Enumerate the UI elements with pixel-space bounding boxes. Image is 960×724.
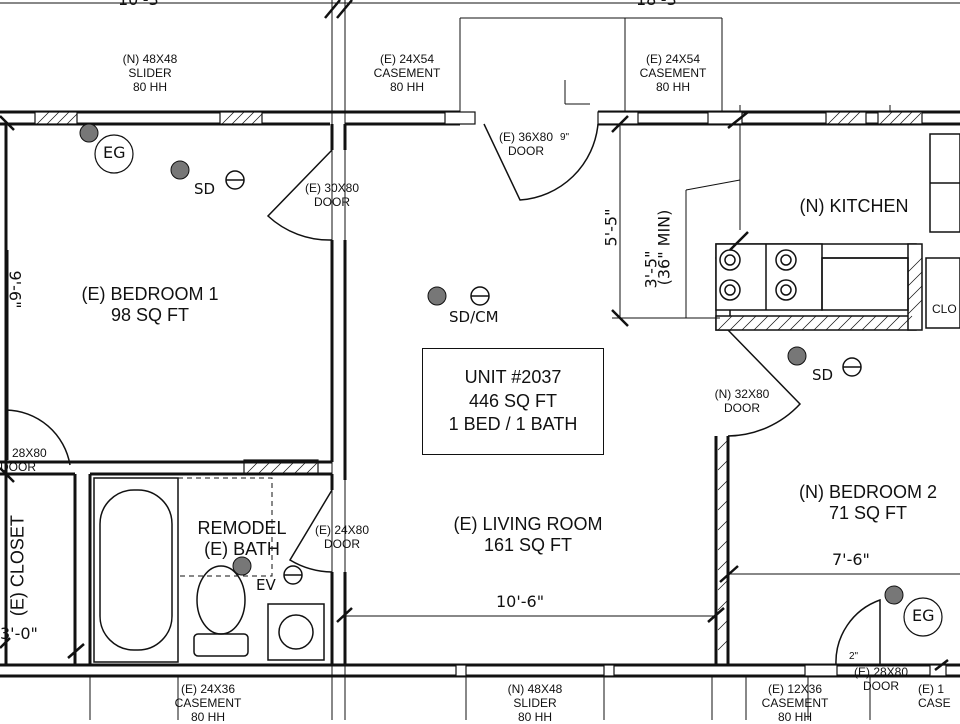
dimension-bedroom1-height: 9'-6" <box>5 270 25 309</box>
door-offset-bedroom2-exit: 2" <box>849 651 859 662</box>
smoke-detector-symbols <box>79 123 904 605</box>
room-label-kitchen: (N) KITCHEN <box>799 196 909 216</box>
unit-number: UNIT #2037 <box>464 367 562 388</box>
unit-type: 1 BED / 1 BATH <box>448 414 578 435</box>
top-dimension-left: 10'-3" <box>118 0 166 9</box>
exhaust-vent-label: EV <box>256 576 276 594</box>
interior-walls <box>0 124 730 665</box>
room-label-closet: (E) CLOSET <box>7 515 28 617</box>
smoke-detector-label-bedroom1: SD <box>194 180 216 198</box>
smoke-detector-label-bedroom2: SD <box>812 366 834 384</box>
top-dimension-right: 18'-3" <box>636 0 684 9</box>
unit-summary-box: UNIT #2037 446 SQ FT 1 BED / 1 BATH <box>422 348 604 455</box>
smoke-co-label-living: SD/CM <box>449 308 499 326</box>
egress-label-bedroom2: EG <box>912 606 935 625</box>
kitchen-counter <box>715 133 960 331</box>
detector-disc-symbols <box>225 170 862 585</box>
dimension-kitchen-left: 5'-5" <box>601 208 621 247</box>
bottom-window-lines <box>89 676 871 720</box>
dimension-closet-width: 3'-0" <box>0 624 38 643</box>
egress-label-bedroom1: EG <box>103 143 126 162</box>
door-offset-entry: 9" <box>560 132 570 143</box>
dimension-bedroom2-width: 7'-6" <box>832 550 870 569</box>
room-label-bath: REMODEL(E) BATH <box>197 518 287 560</box>
unit-area: 446 SQ FT <box>468 390 558 411</box>
egress-circles <box>94 134 943 637</box>
dimension-lines <box>7 124 960 617</box>
dimension-kitchen-min-note: (36" MIN) <box>654 209 674 286</box>
dimension-ticks <box>0 111 949 671</box>
dimension-living-width: 10'-6" <box>496 592 545 611</box>
door-swings <box>5 123 881 666</box>
fixtures <box>93 477 325 663</box>
room-label-closet-right-partial: CLO <box>932 302 957 316</box>
